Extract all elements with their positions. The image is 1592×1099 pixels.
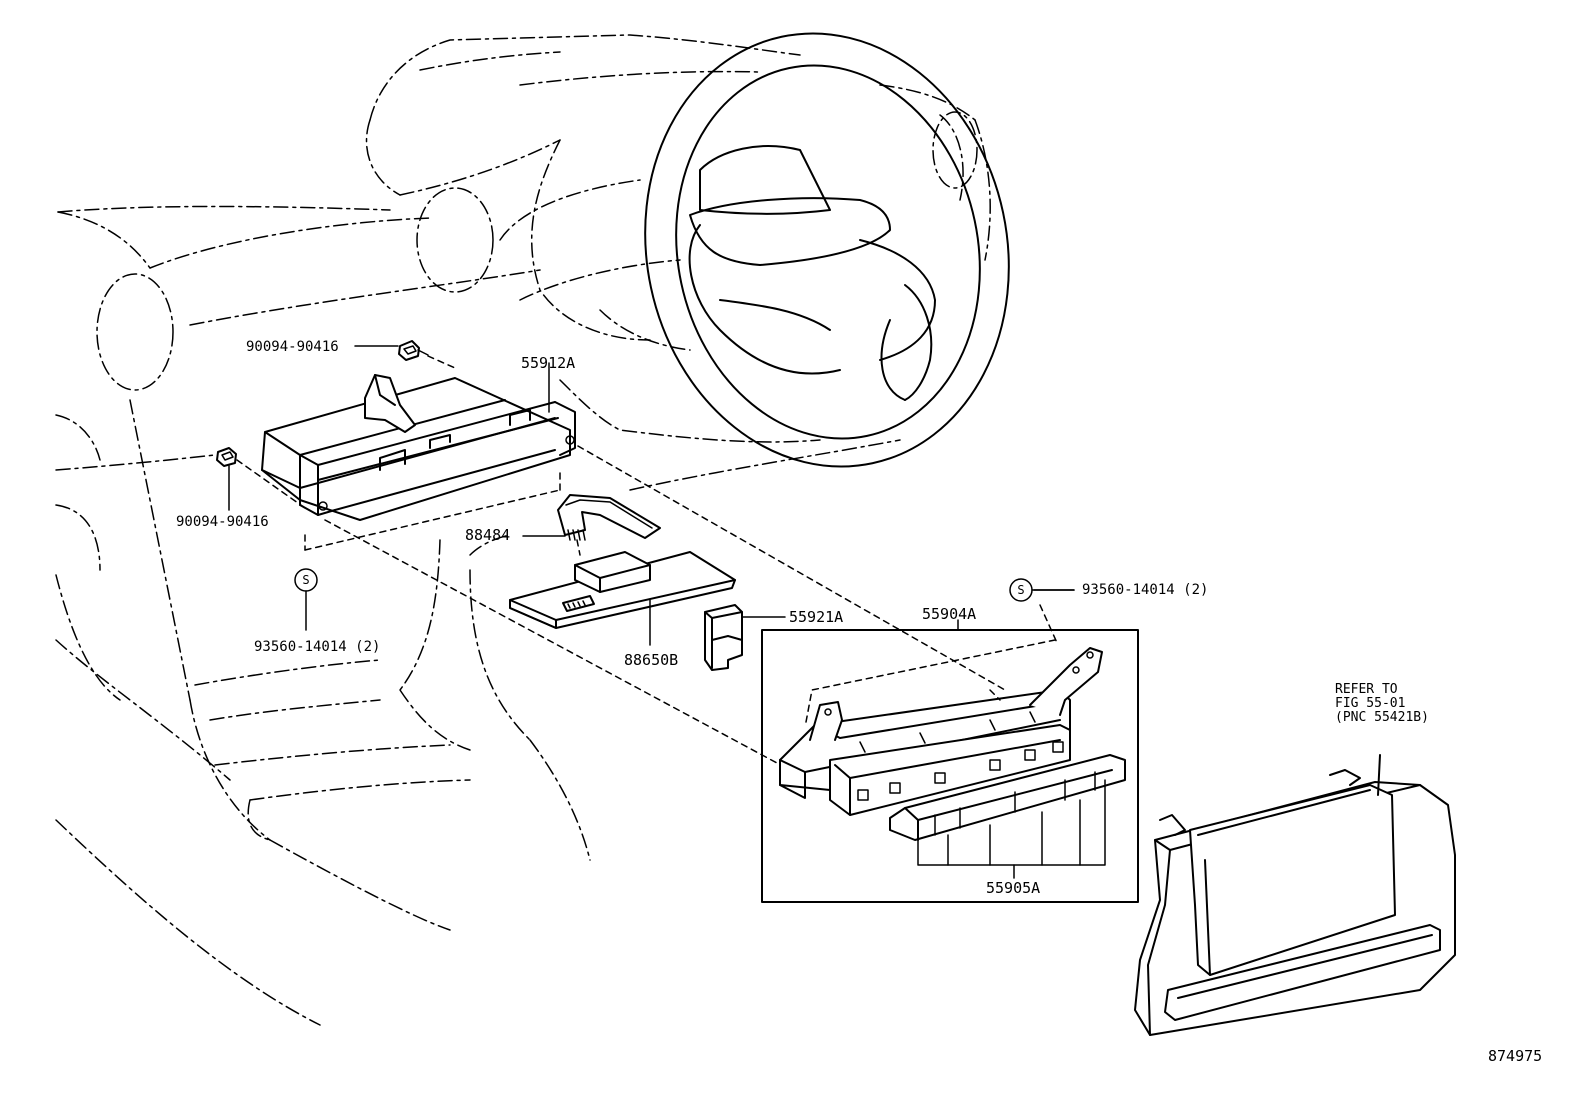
label-screw-left: 93560-14014 (2) — [254, 639, 381, 655]
bolt-top — [354, 340, 456, 369]
label-connector: 88484 — [465, 526, 511, 544]
screw-symbol-right: S — [1017, 583, 1025, 597]
screw-left — [294, 568, 318, 631]
socket-55921a — [704, 604, 786, 671]
label-socket: 55921A — [789, 608, 844, 626]
control-unit-55904a — [779, 604, 1103, 816]
label-board: 88650B — [624, 651, 679, 669]
diagram-id: 874975 — [1488, 1047, 1543, 1065]
connector-88484 — [522, 494, 661, 556]
interior-outline — [55, 34, 991, 1026]
control-assy-frame — [761, 619, 1139, 903]
bolt-left — [216, 447, 306, 511]
board-88650b — [509, 551, 736, 646]
label-knobs: 55905A — [986, 879, 1041, 897]
knobs-55905a — [889, 754, 1126, 879]
label-refer-1: REFER TO — [1335, 682, 1398, 697]
screw-symbol-left: S — [302, 573, 310, 587]
label-refer-2: FIG 55-01 — [1335, 696, 1406, 711]
bezel-panel — [1134, 754, 1456, 1036]
label-bracket: 55912A — [521, 354, 576, 372]
label-bolt-top: 90094-90416 — [246, 339, 339, 355]
label-bolt-left: 90094-90416 — [176, 514, 269, 530]
steering-wheel — [644, 32, 1010, 468]
label-control-assy: 55904A — [922, 605, 977, 623]
label-screw-right: 93560-14014 (2) — [1082, 582, 1209, 598]
label-refer-3: (PNC 55421B) — [1335, 710, 1429, 725]
bracket-55912a — [261, 362, 1006, 771]
